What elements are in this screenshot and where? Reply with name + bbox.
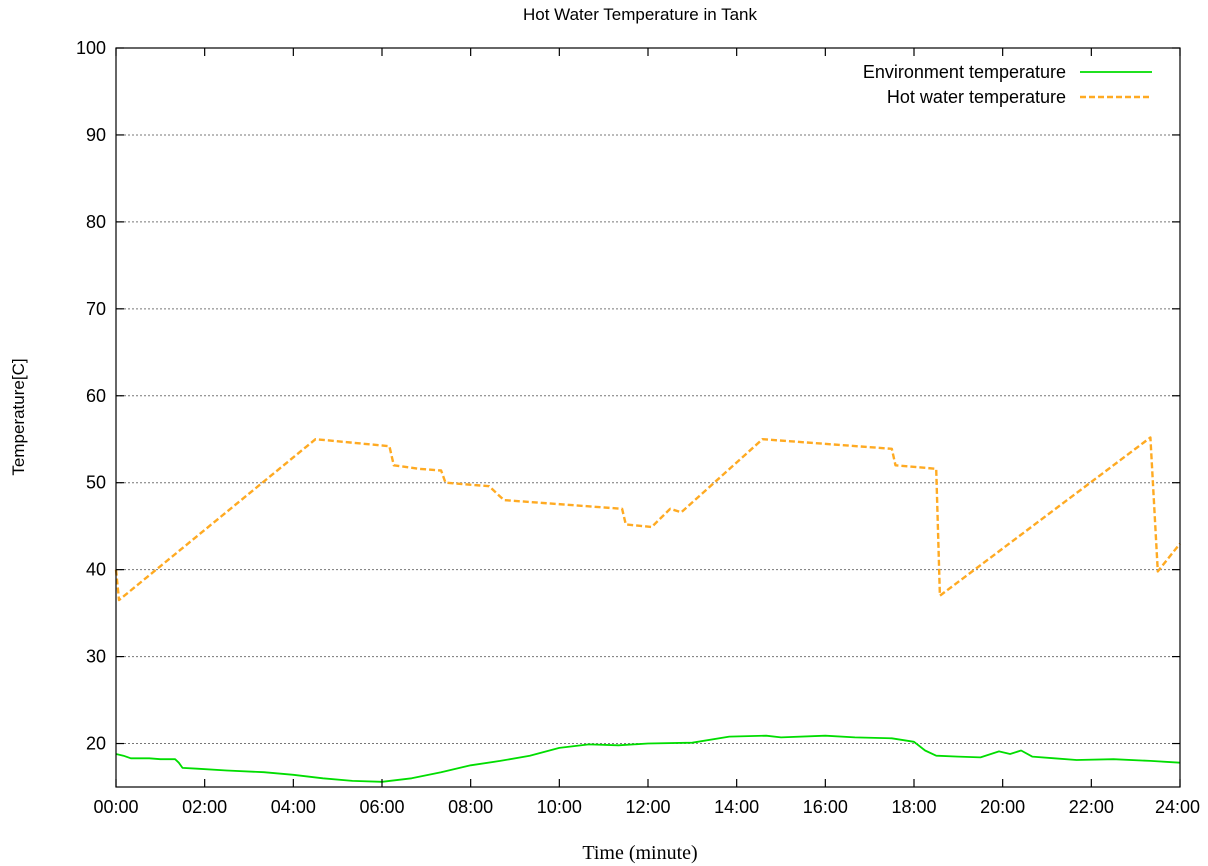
plot-frame xyxy=(115,47,1181,788)
x-tick-label: 24:00 xyxy=(1155,797,1200,817)
legend-label: Hot water temperature xyxy=(887,87,1066,107)
x-axis-label: Time (minute) xyxy=(582,842,697,864)
series-lines xyxy=(114,436,1181,783)
y-tick-label: 90 xyxy=(86,125,106,145)
x-tick-label: 04:00 xyxy=(271,797,316,817)
series-line-2 xyxy=(114,436,1181,602)
y-tick-label: 40 xyxy=(86,560,106,580)
x-tick-label: 00:00 xyxy=(93,797,138,817)
y-tick-label: 60 xyxy=(86,386,106,406)
chart-title: Hot Water Temperature in Tank xyxy=(523,5,758,24)
x-tick-label: 10:00 xyxy=(537,797,582,817)
x-tick-label: 16:00 xyxy=(803,797,848,817)
x-tick-label: 22:00 xyxy=(1069,797,1114,817)
x-tick-label: 14:00 xyxy=(714,797,759,817)
series-line-1 xyxy=(115,734,1181,783)
y-tick-label: 50 xyxy=(86,473,106,493)
axis-ticks: 20 30 40 50 60 70 80 90 100 00:00 02:00 04:00 06:00 0… xyxy=(76,38,1200,817)
y-tick-label: 100 xyxy=(76,38,106,58)
y-tick-label: 30 xyxy=(86,647,106,667)
x-tick-label: 18:00 xyxy=(891,797,936,817)
y-tick-label: 80 xyxy=(86,212,106,232)
x-tick-label: 08:00 xyxy=(448,797,493,817)
x-tick-label: 02:00 xyxy=(182,797,227,817)
y-axis-label: Temperature[C] xyxy=(9,358,28,475)
grid-lines xyxy=(116,134,1180,745)
x-tick-label: 20:00 xyxy=(980,797,1025,817)
y-tick-label: 70 xyxy=(86,299,106,319)
x-tick-label: 12:00 xyxy=(625,797,670,817)
x-tick-label: 06:00 xyxy=(359,797,404,817)
legend-label: Environment temperature xyxy=(863,62,1066,82)
y-tick-label: 20 xyxy=(86,734,106,754)
